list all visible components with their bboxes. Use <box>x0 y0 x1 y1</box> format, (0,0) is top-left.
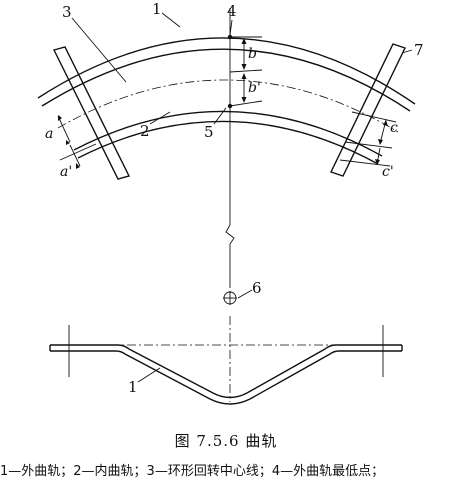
dim-a-line <box>57 115 71 143</box>
label-a2: a' <box>60 164 72 180</box>
inner-rail-inner-edge <box>77 120 379 165</box>
leader-4 <box>229 19 233 36</box>
left-center-tick <box>59 143 97 161</box>
label-1: 1 <box>152 0 162 18</box>
section-rail-profile-bottom <box>50 350 402 405</box>
rotation-center-line <box>57 79 399 133</box>
leader-3 <box>71 17 127 83</box>
label-b: b <box>248 46 257 62</box>
label-7: 7 <box>414 41 424 59</box>
label-a: a <box>45 126 53 142</box>
leader-7 <box>401 49 413 54</box>
dim-a2-line <box>69 144 81 167</box>
outer-rail-inner-edge <box>41 48 411 112</box>
label-b2: b' <box>248 80 261 96</box>
leader-6 <box>237 289 253 299</box>
curved-rail-diagram: 1 3 4 7 b b' 2 5 a a' c c' 6 1 <box>37 0 424 405</box>
section-rail-profile-top <box>50 344 402 399</box>
label-1-bottom: 1 <box>128 378 138 396</box>
label-3: 3 <box>62 3 72 21</box>
dim-c-arrows <box>375 120 388 165</box>
left-support-bar <box>52 46 131 180</box>
label-c2: c' <box>382 164 394 180</box>
label-4: 4 <box>227 2 237 20</box>
dim-b-ext-bot <box>229 100 263 107</box>
inner-rail-outer-edge <box>73 110 383 157</box>
right-support-bar <box>330 43 406 177</box>
leader-5 <box>213 107 227 125</box>
dim-c-ext-3 <box>339 159 391 167</box>
dim-c-ext-1 <box>351 111 397 123</box>
leader-1-bottom <box>137 367 161 383</box>
dim-c-ext-2 <box>344 141 393 149</box>
label-6: 6 <box>252 279 262 297</box>
leader-2 <box>149 111 171 125</box>
figure-caption: 图 7.5.6 曲轨 <box>174 432 278 450</box>
outer-rail-outer-edge <box>37 37 416 105</box>
break-mark <box>225 224 235 245</box>
label-c: c <box>390 120 398 136</box>
label-5: 5 <box>204 123 214 141</box>
label-2: 2 <box>140 122 150 140</box>
figure-legend: 1—外曲轨；2—内曲轨；3—环形回转中心线；4—外曲轨最低点； <box>0 464 385 479</box>
dim-b-ext-mid <box>229 69 263 73</box>
leader-1 <box>161 12 181 28</box>
